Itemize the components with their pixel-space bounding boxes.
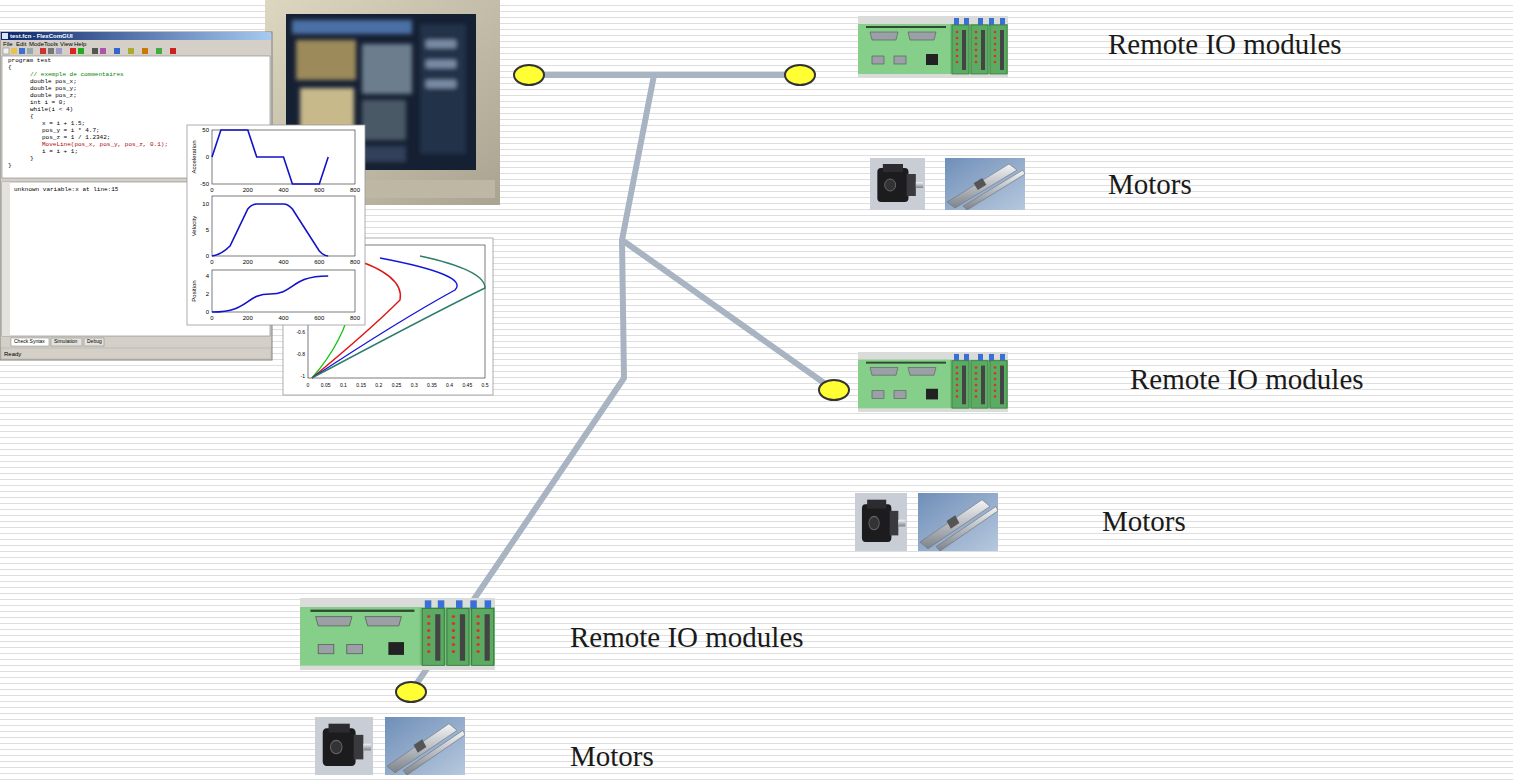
tick-label: 0 (206, 309, 209, 316)
device-label: Motors (1102, 505, 1186, 538)
toolbar (3, 48, 176, 54)
axis-label: Velocity (191, 216, 198, 237)
trajectory-plot (283, 238, 493, 395)
tick-label: 400 (278, 259, 288, 266)
io-module-photos (300, 16, 1008, 670)
code-line: program test (8, 58, 51, 65)
tick-label: 0.5 (482, 383, 489, 389)
code-line: pos_y = i * 4.7; (42, 128, 100, 135)
tick-label: -0.6 (296, 330, 305, 336)
status-text: Ready (4, 350, 21, 357)
tick-label: 800 (350, 259, 360, 266)
tick-label: -1 (301, 374, 305, 380)
tick-label: 400 (278, 187, 288, 194)
tick-label: 5 (206, 227, 209, 234)
menu-item: Help (74, 40, 86, 47)
code-line: i = i + 1; (42, 149, 78, 156)
tick-label: 0.35 (427, 383, 437, 389)
tab-label: Simulation (54, 339, 77, 345)
tick-label: 0.15 (356, 383, 366, 389)
menu-item: Tools (44, 40, 58, 47)
code-line: double pos_x; (30, 79, 77, 86)
tick-label: 800 (350, 187, 360, 194)
code-line: x = i + 1.5; (42, 121, 85, 128)
menu-item: Edit (16, 40, 26, 47)
tick-label: 200 (243, 187, 253, 194)
device-label: Remote IO modules (570, 621, 804, 654)
tick-label: 0.45 (462, 383, 472, 389)
error-message: unknown variable:x at line:15 (14, 187, 118, 194)
tick-label: 600 (314, 259, 324, 266)
tick-label: 0 (210, 259, 213, 266)
tick-label: 0 (206, 154, 209, 161)
device-label: Remote IO modules (1108, 28, 1342, 61)
tick-label: 0.05 (321, 383, 331, 389)
tick-label: 0.4 (446, 383, 453, 389)
tick-label: 2 (206, 291, 209, 298)
code-line: double pos_y; (30, 86, 77, 93)
tick-label: 200 (243, 315, 253, 322)
tab-label: Debug (87, 339, 102, 345)
device-label: Motors (570, 740, 654, 773)
tick-label: 50 (202, 127, 209, 134)
tick-label: 4 (206, 273, 209, 280)
tick-label: 0 (210, 315, 213, 322)
tick-label: 0.25 (392, 383, 402, 389)
tick-label: 0 (206, 253, 209, 260)
code-line: double pos_z; (30, 93, 77, 100)
tick-label: -50 (200, 181, 209, 188)
motion-profile-plots (187, 125, 365, 325)
tick-label: 400 (278, 315, 288, 322)
tab-label: Check Syntax (14, 339, 45, 345)
code-line: while(i < 4) (30, 107, 73, 114)
code-line: MoveLine(pos_x, pos_y, pos_z, 0.1); (42, 142, 168, 149)
code-line: int i = 0; (30, 100, 66, 107)
window-title: test.fcn - FlexComGUI (10, 33, 73, 40)
tick-label: 800 (350, 315, 360, 322)
tick-label: 10 (202, 201, 209, 208)
menu-item: View (60, 40, 73, 47)
device-label: Motors (1108, 168, 1192, 201)
tick-label: 200 (243, 259, 253, 266)
tick-label: 600 (314, 315, 324, 322)
tick-label: 0 (307, 383, 310, 389)
code-line: } (30, 156, 34, 163)
tick-label: 0.1 (340, 383, 347, 389)
tick-label: -0.8 (296, 352, 305, 358)
tick-label: 0 (210, 187, 213, 194)
code-line: } (8, 163, 12, 170)
code-line: // exemple de commentaires (30, 72, 124, 79)
menu-item: Mode (29, 40, 44, 47)
axis-label: Acceleration (191, 140, 198, 173)
code-line: { (30, 114, 34, 121)
device-label: Remote IO modules (1130, 363, 1364, 396)
tab-strip (11, 338, 104, 346)
tick-label: 0.2 (375, 383, 382, 389)
code-line: { (8, 65, 12, 72)
motor-photos (315, 158, 1025, 775)
tick-label: 0.3 (411, 383, 418, 389)
tick-label: 600 (314, 187, 324, 194)
axis-label: Position (191, 280, 198, 301)
menu-item: File (3, 40, 13, 47)
code-line: pos_z = 1 / 1.2342; (42, 135, 110, 142)
